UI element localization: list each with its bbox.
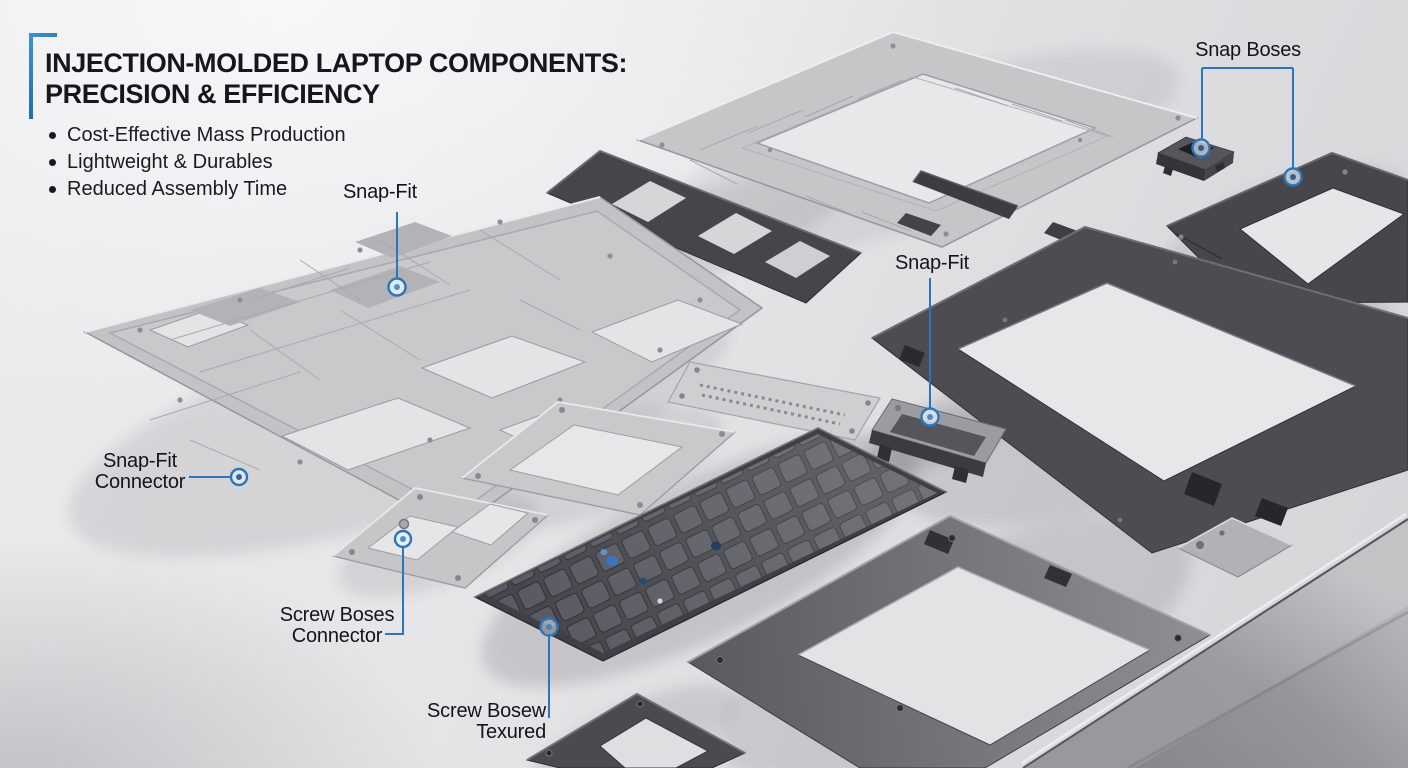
callout-label-line2: Connector [291,625,383,647]
title-accent-bracket-vertical [29,33,33,119]
page-title-line1: INJECTION-MOLDED LAPTOP COMPONENTS: [45,48,628,78]
benefit-bullets: Cost-Effective Mass Production Lightweig… [45,122,627,203]
callout-label-snap-fit-connector: Snap-Fit Connector [94,450,186,493]
bullet-text: Reduced Assembly Time [67,178,288,200]
keyboard-blue-key [606,556,618,566]
bullet-dot-icon [49,186,56,193]
bullet-text: Lightweight & Durables [67,151,273,173]
marker-snap-boses-2 [1283,167,1303,187]
callout-line-screw-boses-connector [385,548,404,635]
callout-label-screw-boses-connector: Screw Boses Connector [280,605,395,647]
bottom-trim-frame [525,692,747,768]
title-accent-bracket-horizontal [29,33,57,37]
screw-boss-frame [331,487,550,589]
bullet-item: Lightweight & Durables [45,149,627,176]
marker-snap-fit-mid [920,407,940,427]
marker-snap-fit-connector [229,467,249,487]
callout-label-snap-boses: Snap Boses [1195,39,1301,61]
speaker-grille-strip [667,361,881,441]
snap-fit-bracket [869,398,1007,483]
snap-boses-clip [1156,136,1235,181]
callout-label-line1: Screw Boses [279,604,395,626]
callout-label-snap-fit-mid: Snap-Fit [895,252,969,274]
callout-markers [229,138,1303,637]
header-block: INJECTION-MOLDED LAPTOP COMPONENTS: PREC… [45,48,627,203]
callout-label-line2: Connector [94,471,186,493]
table-edge [1021,512,1408,768]
bullet-text: Cost-Effective Mass Production [67,124,346,146]
snap-boses-frame [1166,151,1408,304]
marker-screw-bosew [539,617,559,637]
callout-label-screw-bosew-textured: Screw Bosew Texured [400,701,546,743]
display-back-panel [687,514,1212,768]
palmrest-top-frame [635,30,1200,248]
bullet-item: Cost-Effective Mass Production [45,122,627,149]
marker-snap-boses-1 [1191,138,1211,158]
callout-label-line1: Snap-Fit [102,450,177,472]
midframe-plate [460,401,737,516]
bullet-item: Reduced Assembly Time [45,176,627,203]
hinge-cover-strip [546,149,862,304]
marker-snap-fit-top [387,277,407,297]
callout-label-line1: Screw Bosew [427,700,546,722]
laptop-bottom-case [82,196,764,531]
page-title-line2: PRECISION & EFFICIENCY [45,79,380,109]
corner-plate [1176,517,1294,578]
callout-lines [189,67,1294,718]
display-bezel-frame [871,225,1408,554]
callout-label-line2: Texured [476,721,546,743]
keyboard-panel [473,427,948,662]
marker-screw-boses-connector [393,529,413,549]
page-title: INJECTION-MOLDED LAPTOP COMPONENTS: PREC… [45,48,627,110]
callout-label-snap-fit-top: Snap-Fit [343,181,417,203]
bullet-dot-icon [49,132,56,139]
bullet-dot-icon [49,159,56,166]
callout-line-snap-boses [1201,67,1294,168]
